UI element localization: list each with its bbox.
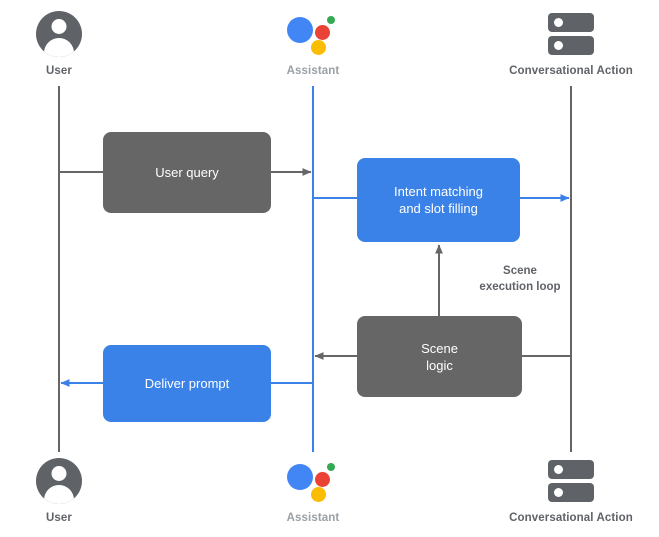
assistant-icon xyxy=(213,8,413,60)
assistant-dot-yellow-icon xyxy=(311,487,326,502)
server-icon xyxy=(471,8,659,60)
person-icon xyxy=(0,455,159,507)
annotation-line2: execution loop xyxy=(479,281,561,293)
box-intent-matching-line1: Intent matching xyxy=(394,184,483,199)
assistant-dot-blue-icon xyxy=(287,464,313,490)
server-icon xyxy=(471,455,659,507)
box-user-query-label: User query xyxy=(155,165,219,180)
box-intent-matching-label: Intent matching and slot filling xyxy=(394,183,483,217)
assistant-dot-green-icon xyxy=(327,463,335,471)
actor-label-conversational-action-bottom: Conversational Action xyxy=(509,512,633,524)
box-intent-matching-line2: and slot filling xyxy=(399,201,478,216)
person-icon xyxy=(0,8,159,60)
box-scene-logic-line2: logic xyxy=(426,357,453,373)
box-user-query[interactable]: User query xyxy=(103,132,271,213)
box-scene-logic[interactable]: Scene logic xyxy=(357,316,522,397)
box-scene-logic-line1: Scene xyxy=(421,340,458,356)
assistant-dot-blue-icon xyxy=(287,17,313,43)
actor-user-top[interactable]: User xyxy=(0,8,159,77)
box-deliver-prompt[interactable]: Deliver prompt xyxy=(103,345,271,422)
annotation-scene-execution-loop: Scene execution loop xyxy=(455,263,585,295)
actor-user-bottom[interactable]: User xyxy=(0,455,159,524)
actor-label-conversational-action-top: Conversational Action xyxy=(509,65,633,77)
assistant-dot-green-icon xyxy=(327,16,335,24)
assistant-dot-yellow-icon xyxy=(311,40,326,55)
actor-conversational-action-bottom[interactable]: Conversational Action xyxy=(471,455,659,524)
actor-label-user-bottom: User xyxy=(46,512,72,524)
actor-assistant-bottom[interactable]: Assistant xyxy=(213,455,413,524)
box-deliver-prompt-label: Deliver prompt xyxy=(144,376,230,391)
actor-label-assistant-bottom: Assistant xyxy=(286,512,340,524)
actor-conversational-action-top[interactable]: Conversational Action xyxy=(471,8,659,77)
box-scene-logic-label: Scene logic xyxy=(421,340,458,374)
actor-label-user-top: User xyxy=(46,65,72,77)
actor-assistant-top[interactable]: Assistant xyxy=(213,8,413,77)
annotation-line1: Scene xyxy=(503,265,537,277)
assistant-dot-red-icon xyxy=(315,472,330,487)
box-intent-matching[interactable]: Intent matching and slot filling xyxy=(357,158,520,242)
assistant-icon xyxy=(213,455,413,507)
actor-label-assistant-top: Assistant xyxy=(286,65,340,77)
assistant-dot-red-icon xyxy=(315,25,330,40)
